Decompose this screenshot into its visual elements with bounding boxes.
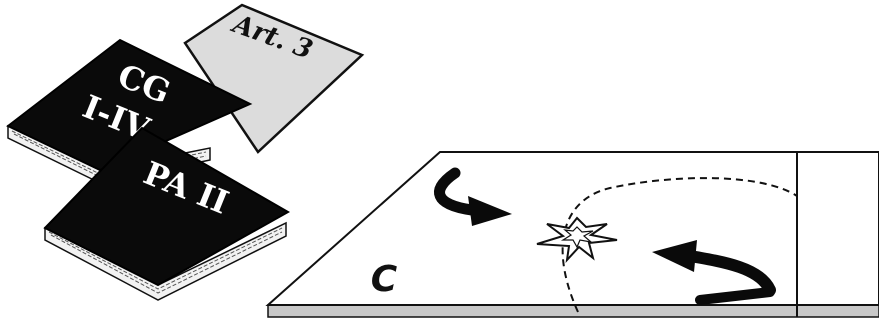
collision-starburst-icon	[536, 216, 618, 264]
art3-sheet: Art. 3	[183, 3, 365, 154]
plane-c-label: C	[371, 259, 398, 300]
curved-arrow-top-icon	[434, 167, 512, 226]
dashed-arc	[561, 177, 798, 313]
curved-arrow-right-icon	[652, 240, 776, 305]
